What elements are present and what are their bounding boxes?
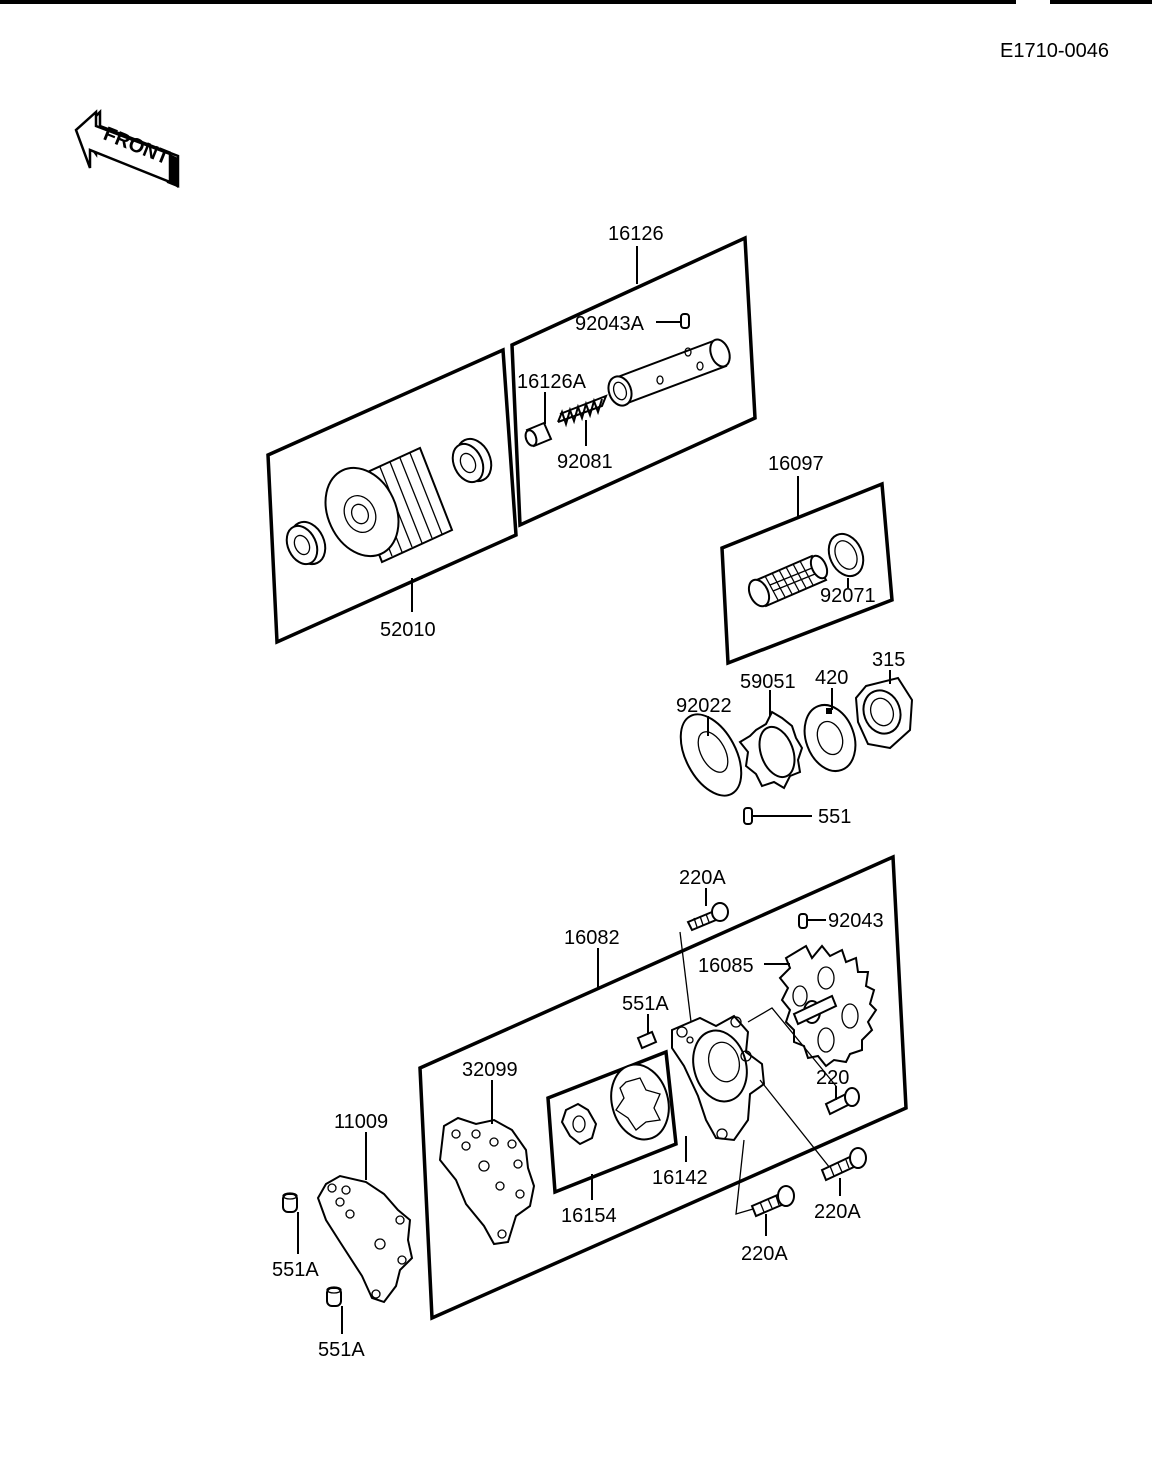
label-16154: 16154 [561,1205,617,1227]
gear-59051 [738,710,804,790]
plunger-16126A [524,421,553,448]
strainer-16097 [747,554,829,608]
spring-92081 [557,394,608,428]
pin-551A-mid [636,1030,658,1050]
screw-220A-bottom [750,1185,795,1218]
label-59051: 59051 [740,671,796,693]
pump-body-16142 [671,1014,766,1142]
label-92071: 92071 [820,585,876,607]
screw-220 [824,1087,860,1116]
label-551A-left2: 551A [318,1339,365,1361]
label-16082: 16082 [564,927,620,949]
oil-filter-52010 [285,437,493,566]
pin-551A-left1 [282,1192,298,1213]
cover-32099 [438,1116,536,1246]
label-11009: 11009 [334,1111,388,1133]
pin-92043A [680,313,690,329]
panel-52010 [266,347,518,645]
label-220A-right: 220A [814,1201,861,1223]
screw-220A-top [686,902,729,932]
label-315: 315 [872,649,905,671]
rotor-inner-16154 [560,1102,598,1146]
label-92022: 92022 [676,695,732,717]
sprocket-16085 [778,944,878,1068]
washer-92022 [679,713,743,797]
label-52010: 52010 [380,619,436,641]
label-16142: 16142 [652,1167,708,1189]
label-32099: 32099 [462,1059,518,1081]
nut-315 [854,676,914,750]
assembly-line-lower [759,1079,831,1169]
label-220A-top: 220A [679,867,726,889]
front-arrow-icon: FRONT [74,108,180,188]
label-551A-left1: 551A [272,1259,319,1281]
washer-420 [803,704,857,772]
panel-16082 [418,854,908,1321]
label-92081: 92081 [557,451,613,473]
label-420: 420 [815,667,848,689]
label-92043: 92043 [828,910,884,932]
label-551A-mid: 551A [622,993,669,1015]
label-16085: 16085 [698,955,754,977]
rotor-outer-16154 [610,1063,670,1141]
assembly-line-top [679,931,693,1031]
pin-551A-left2 [326,1286,342,1307]
panel-16097 [720,481,894,666]
label-16097: 16097 [768,453,824,475]
label-220A-bottom: 220A [741,1243,788,1265]
valve-body-16126 [607,338,731,407]
label-16126: 16126 [608,223,664,245]
assembly-line-right [747,1007,837,1087]
label-92043A: 92043A [575,313,645,335]
label-551: 551 [818,806,851,828]
pin-92043 [798,913,808,929]
pin-551 [743,807,753,825]
panel-16126 [510,235,757,528]
label-220: 220 [816,1067,849,1089]
drawing-code: E1710-0046 [1000,40,1109,62]
label-16126A: 16126A [517,371,587,393]
gasket-11009 [316,1174,414,1304]
screw-220A-right [820,1147,867,1182]
oring-92071 [827,532,865,578]
